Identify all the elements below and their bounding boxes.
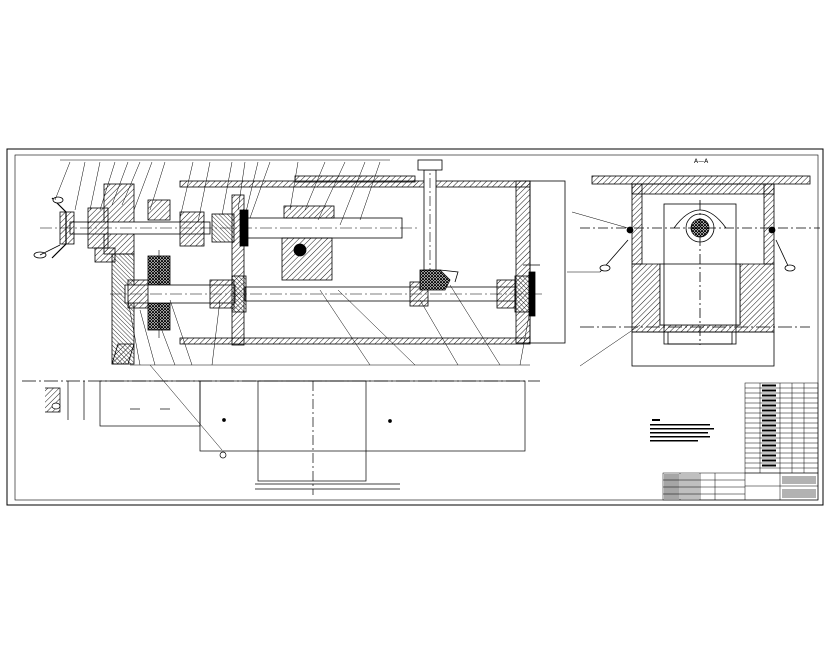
parts-list-entry-mark — [762, 389, 776, 392]
parts-list-entry-mark — [762, 384, 776, 387]
technical-requirements-notes — [650, 419, 714, 442]
parts-list-entry-mark — [762, 419, 776, 422]
section-view-label: A—A — [694, 158, 709, 165]
parts-list-entry-mark — [762, 464, 776, 467]
parts-list-entry-mark — [762, 394, 776, 397]
drawing-outer-border — [6, 148, 824, 506]
parts-list-entry-mark — [762, 439, 776, 442]
drawing-inner-border — [14, 154, 819, 501]
parts-list-entry-mark — [762, 449, 776, 452]
lower-projection-view — [22, 380, 540, 495]
parts-list-entry-mark — [762, 399, 776, 402]
parts-list-entry-mark — [762, 404, 776, 407]
main-section-view — [33, 159, 566, 451]
parts-list-entry-mark — [762, 444, 776, 447]
parts-list-entry-mark — [762, 424, 776, 427]
parts-list-entry-mark — [762, 434, 776, 437]
parts-list-entry-mark — [762, 429, 776, 432]
parts-list-entry-mark — [762, 414, 776, 417]
parts-list-entry-mark — [762, 409, 776, 412]
parts-list-table — [744, 382, 819, 474]
parts-list-entry-mark — [762, 454, 776, 457]
parts-list-entry-mark — [762, 459, 776, 462]
section-a-a-view: A—A — [567, 158, 820, 367]
title-block — [662, 472, 819, 501]
